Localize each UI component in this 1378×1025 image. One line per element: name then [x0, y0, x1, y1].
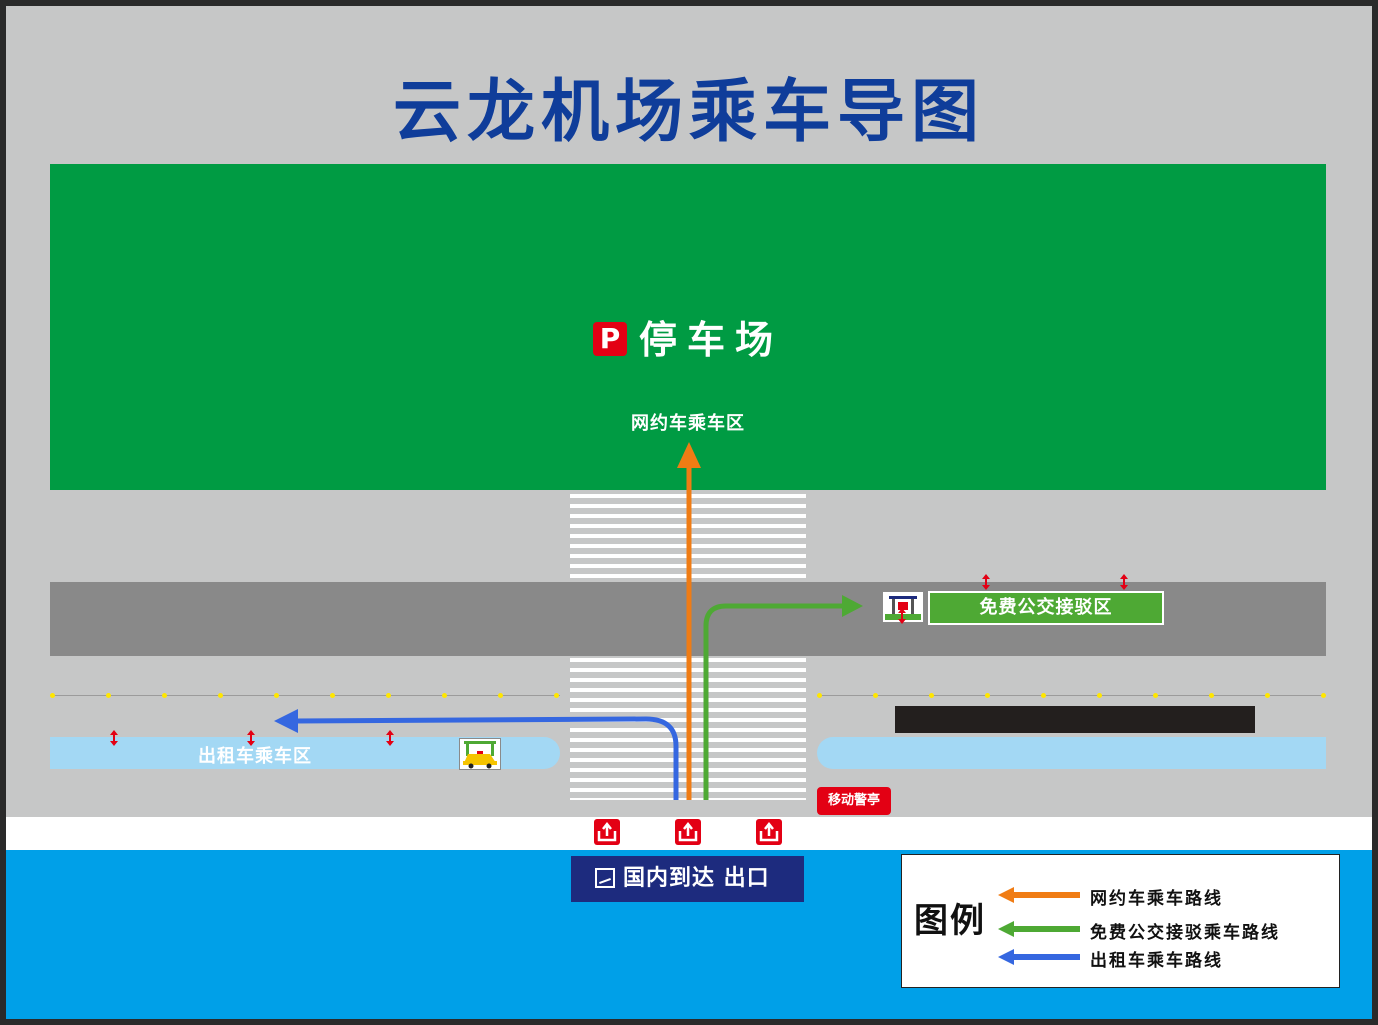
taxi-route — [295, 716, 679, 800]
legend-item-label: 出租车乘车路线 — [1090, 951, 1223, 971]
parking-p-icon: P — [592, 322, 627, 356]
arrival-icon — [595, 868, 615, 888]
up-down-marker — [386, 730, 394, 746]
legend-title: 图例 — [914, 901, 986, 941]
legend-item-label: 免费公交接驳乘车路线 — [1090, 923, 1280, 943]
ride-hailing-arrowhead — [677, 442, 701, 468]
black-barrier — [895, 706, 1255, 733]
police-booth: 移动警亭 — [817, 787, 891, 815]
legend-item-ride-hailing: 网约车乘车路线 — [998, 884, 1338, 909]
up-down-marker — [898, 608, 906, 624]
ride-hailing-zone-label: 网约车乘车区 — [631, 413, 745, 434]
taxi-stand-icon — [459, 738, 501, 770]
up-down-marker — [982, 574, 990, 590]
up-down-marker — [1120, 574, 1128, 590]
taxi-arrowhead — [274, 709, 298, 733]
bus-route — [703, 603, 844, 800]
exit-door-icon — [594, 819, 620, 845]
up-down-marker — [110, 730, 118, 746]
right-curb-zone — [817, 737, 1326, 769]
up-down-marker — [247, 730, 255, 746]
lane-divider-left — [50, 693, 560, 698]
legend-item-bus: 免费公交接驳乘车路线 — [998, 918, 1338, 943]
lane-divider-right — [817, 693, 1326, 698]
legend: 图例 网约车乘车路线 免费公交接驳乘车路线 出租车乘车路线 — [901, 854, 1340, 988]
orange-arrow-icon — [998, 887, 1080, 903]
airport-map: 云龙机场乘车导图 P 停车场 网约车乘车区 出租车乘车区 免费公交接驳区 — [6, 6, 1372, 1019]
map-title: 云龙机场乘车导图 — [392, 73, 985, 152]
parking-label: P 停车场 — [50, 309, 1326, 364]
exit-door-icon — [756, 819, 782, 845]
parking-lot: P 停车场 网约车乘车区 — [50, 164, 1326, 490]
bus-arrowhead — [842, 595, 863, 617]
green-arrow-icon — [998, 921, 1080, 937]
exit-label: 国内到达 出口 — [623, 866, 770, 891]
domestic-arrival-exit: 国内到达 出口 — [571, 856, 804, 902]
exit-door-icon — [675, 819, 701, 845]
blue-arrow-icon — [998, 949, 1080, 965]
route-arrows — [274, 442, 863, 800]
parking-text: 停车场 — [638, 318, 783, 362]
legend-item-taxi: 出租车乘车路线 — [998, 946, 1338, 971]
bus-zone: 免费公交接驳区 — [928, 591, 1164, 625]
taxi-zone-label: 出租车乘车区 — [198, 746, 312, 767]
legend-item-label: 网约车乘车路线 — [1090, 889, 1223, 909]
